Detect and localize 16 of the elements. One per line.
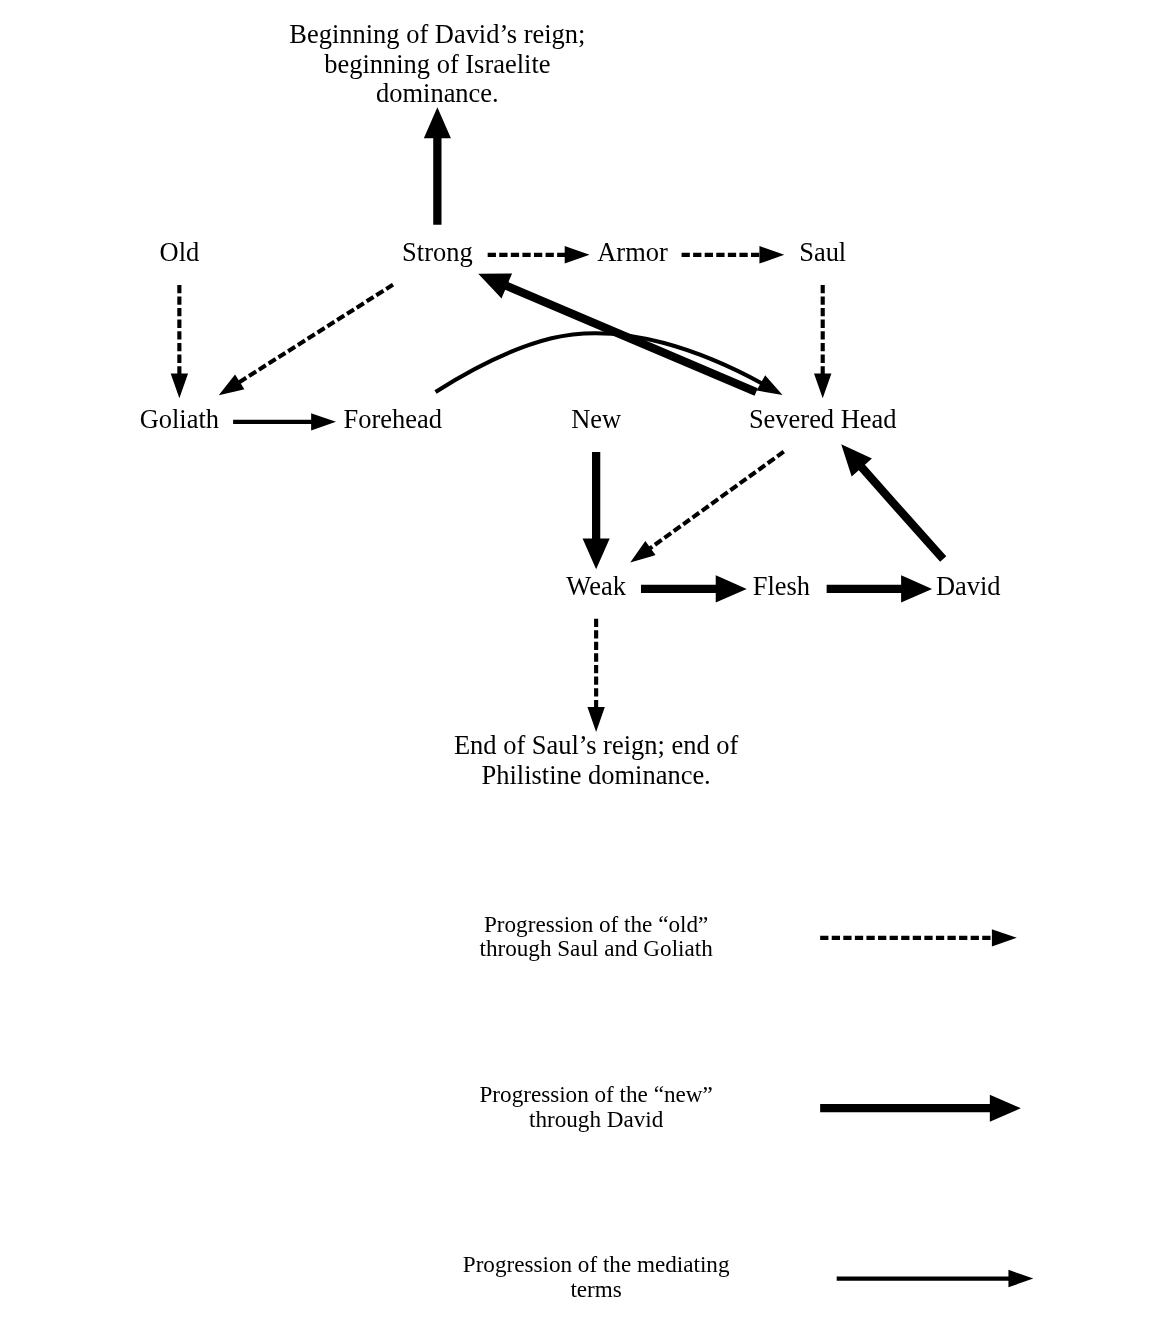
node-text: New [571, 404, 622, 435]
node-text: Beginning of David’s reign; beginning of Israelite dominance. [289, 18, 586, 109]
node-text: End of Saul’s reign; end of Philistine dominance. [453, 729, 739, 790]
node-text: Old [159, 237, 200, 268]
node-text: Weak [566, 571, 626, 602]
node-text: Saul [799, 237, 847, 268]
node-text: Flesh [752, 571, 811, 602]
node-text: David [935, 571, 1001, 602]
legend-label: Progression of the “new” through David [479, 1080, 713, 1132]
node-text: Armor [597, 237, 668, 268]
legend-label: Progression of the “old” through Saul and Goliath [479, 910, 713, 962]
node-text: Severed Head [748, 404, 897, 435]
node-text: Forehead [343, 404, 442, 435]
legend-label: Progression of the mediating terms [462, 1251, 730, 1303]
node-text: Strong [402, 237, 473, 268]
node-text: Goliath [139, 404, 220, 435]
